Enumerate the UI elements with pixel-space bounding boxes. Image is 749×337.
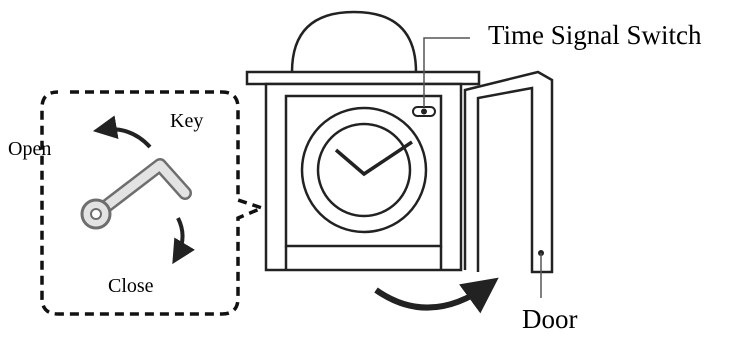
door-label: Door xyxy=(522,304,578,334)
open-door xyxy=(463,70,554,274)
switch-leader-line xyxy=(423,37,470,107)
key-label: Key xyxy=(170,110,204,132)
time-signal-switch-label: Time Signal Switch xyxy=(488,20,702,50)
key-callout-bubble xyxy=(40,90,267,316)
close-arrow-icon xyxy=(172,217,195,265)
key-icon xyxy=(80,158,192,230)
open-label: Open xyxy=(8,138,52,160)
clock-cabinet-icon xyxy=(245,10,481,272)
close-label: Close xyxy=(108,275,154,297)
open-arrow-icon xyxy=(92,115,152,149)
door-swing-arrow-icon xyxy=(374,277,499,314)
